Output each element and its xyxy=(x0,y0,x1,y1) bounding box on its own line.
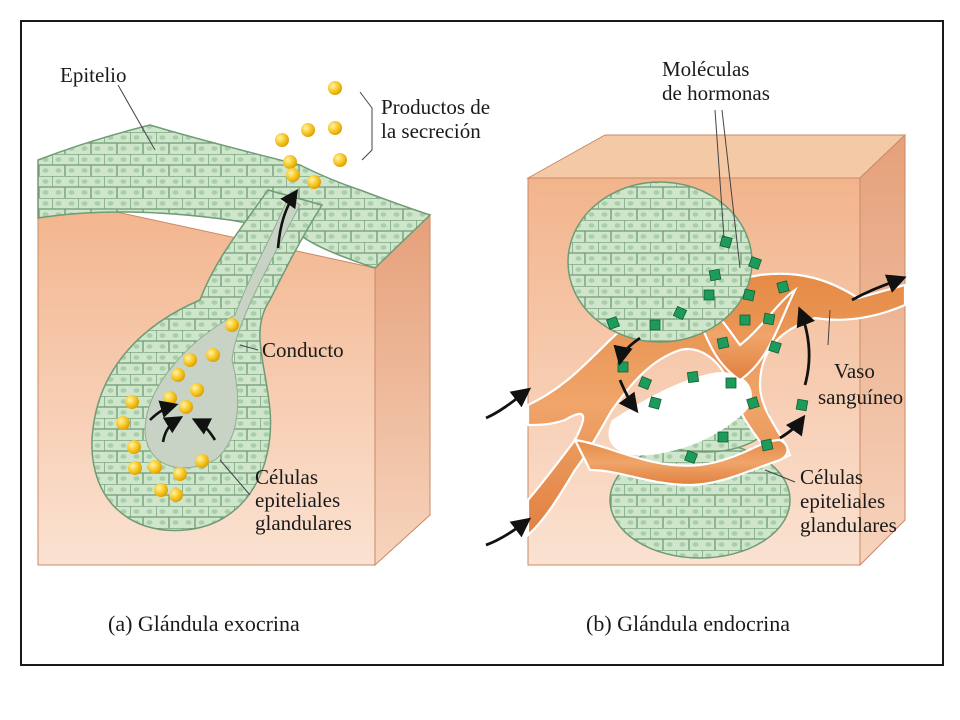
endocrine-panel xyxy=(485,109,907,567)
upper-cell-cluster xyxy=(567,181,753,343)
endocrine-leader-lines xyxy=(714,109,831,483)
secretion-label-line1: Productos de xyxy=(381,95,491,119)
endocrine-cells-label-line1: Células xyxy=(800,465,863,489)
hormones-label-line1: Moléculas xyxy=(662,57,750,81)
vessel-label-line1: Vaso xyxy=(834,359,875,383)
endocrine-tissue-side xyxy=(859,133,906,567)
endocrine-caption: (b) Glándula endocrina xyxy=(586,611,791,636)
exocrine-cells-label-line1: Células xyxy=(255,465,318,489)
exocrine-epithelium-layer xyxy=(37,124,432,269)
exocrine-leader-lines xyxy=(117,84,373,496)
endocrine-cells-label-line2: epiteliales xyxy=(800,489,886,513)
exocrine-caption: (a) Glándula exocrina xyxy=(108,611,300,636)
blood-vessel xyxy=(526,272,907,538)
exocrine-tissue-side xyxy=(374,213,431,567)
secretion-label-line2: la secreción xyxy=(381,119,481,143)
exocrine-arrows xyxy=(149,188,299,443)
exocrine-panel xyxy=(37,81,432,567)
endocrine-tissue-top xyxy=(526,134,907,179)
exocrine-lumen xyxy=(144,197,301,469)
vessel-label-line2: sanguíneo xyxy=(818,385,904,409)
exocrine-cells-label-line3: glandulares xyxy=(255,511,352,535)
epithelium-label: Epitelio xyxy=(60,63,127,87)
endocrine-arrows xyxy=(485,274,907,547)
duct-label: Conducto xyxy=(262,338,344,362)
endocrine-cells-label-line3: glandulares xyxy=(800,513,897,537)
hormones-label-line2: de hormonas xyxy=(662,81,770,105)
exocrine-cells-label-line2: epiteliales xyxy=(255,488,341,512)
